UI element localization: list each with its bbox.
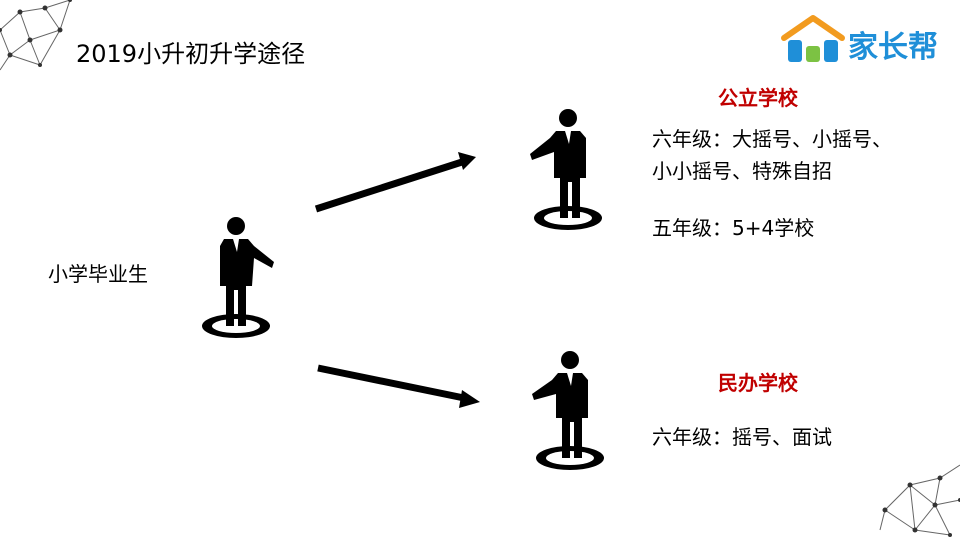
- arrow-to-private: [317, 364, 480, 408]
- person-figure-private: [532, 351, 604, 470]
- network-decoration-bottom-right: [879, 464, 960, 537]
- brand-logo: 家长帮: [780, 14, 950, 66]
- house-logo-icon: [781, 15, 845, 62]
- source-label: 小学毕业生: [48, 262, 148, 286]
- page-title: 2019小升初升学途径: [76, 40, 306, 68]
- branch-desc-public: 六年级：大摇号、小摇号、 小小摇号、特殊自招: [652, 123, 892, 187]
- branch-extra-public: 五年级：5+4学校: [652, 216, 815, 240]
- branch-title-private: 民办学校: [718, 371, 798, 395]
- branch-title-public: 公立学校: [718, 86, 798, 110]
- network-decoration-top-left: [0, 0, 72, 71]
- branch-desc-line: 小小摇号、特殊自招: [652, 159, 832, 183]
- person-figure-public: [530, 109, 602, 230]
- branch-desc-private: 六年级：摇号、面试: [652, 425, 832, 449]
- person-figure-source: [202, 217, 274, 338]
- logo-text: 家长帮: [848, 30, 938, 65]
- arrow-to-public: [314, 152, 476, 213]
- branch-desc-line: 六年级：大摇号、小摇号、: [652, 127, 892, 151]
